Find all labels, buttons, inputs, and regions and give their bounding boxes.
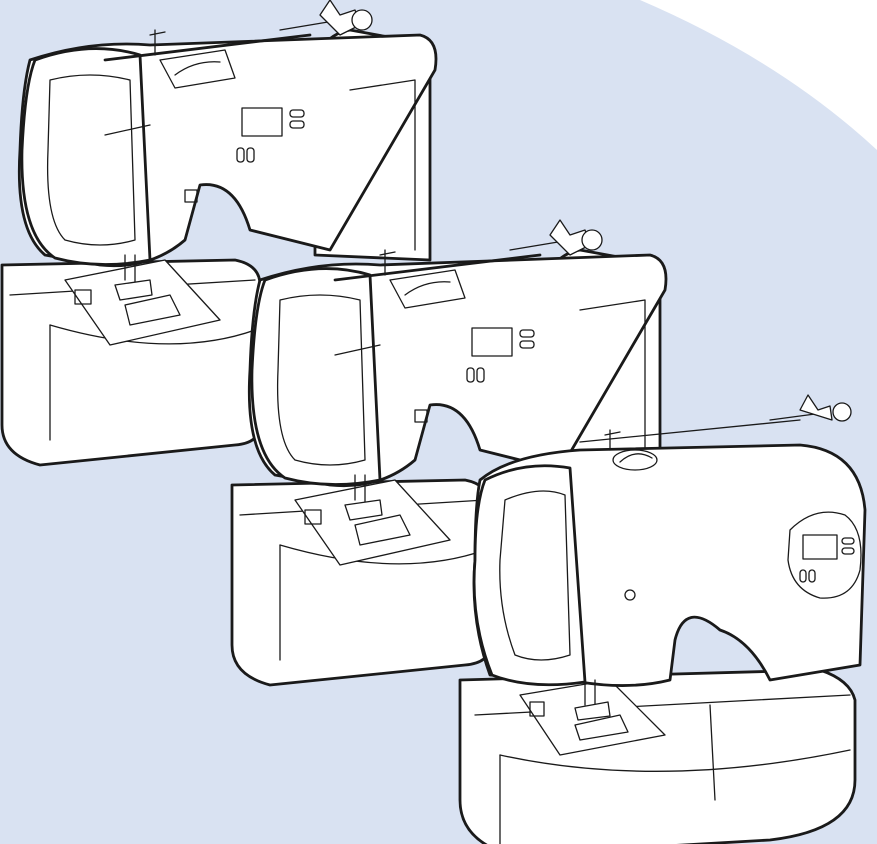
corner-highlight: [640, 0, 877, 150]
sewing-machine-front: [458, 393, 867, 844]
